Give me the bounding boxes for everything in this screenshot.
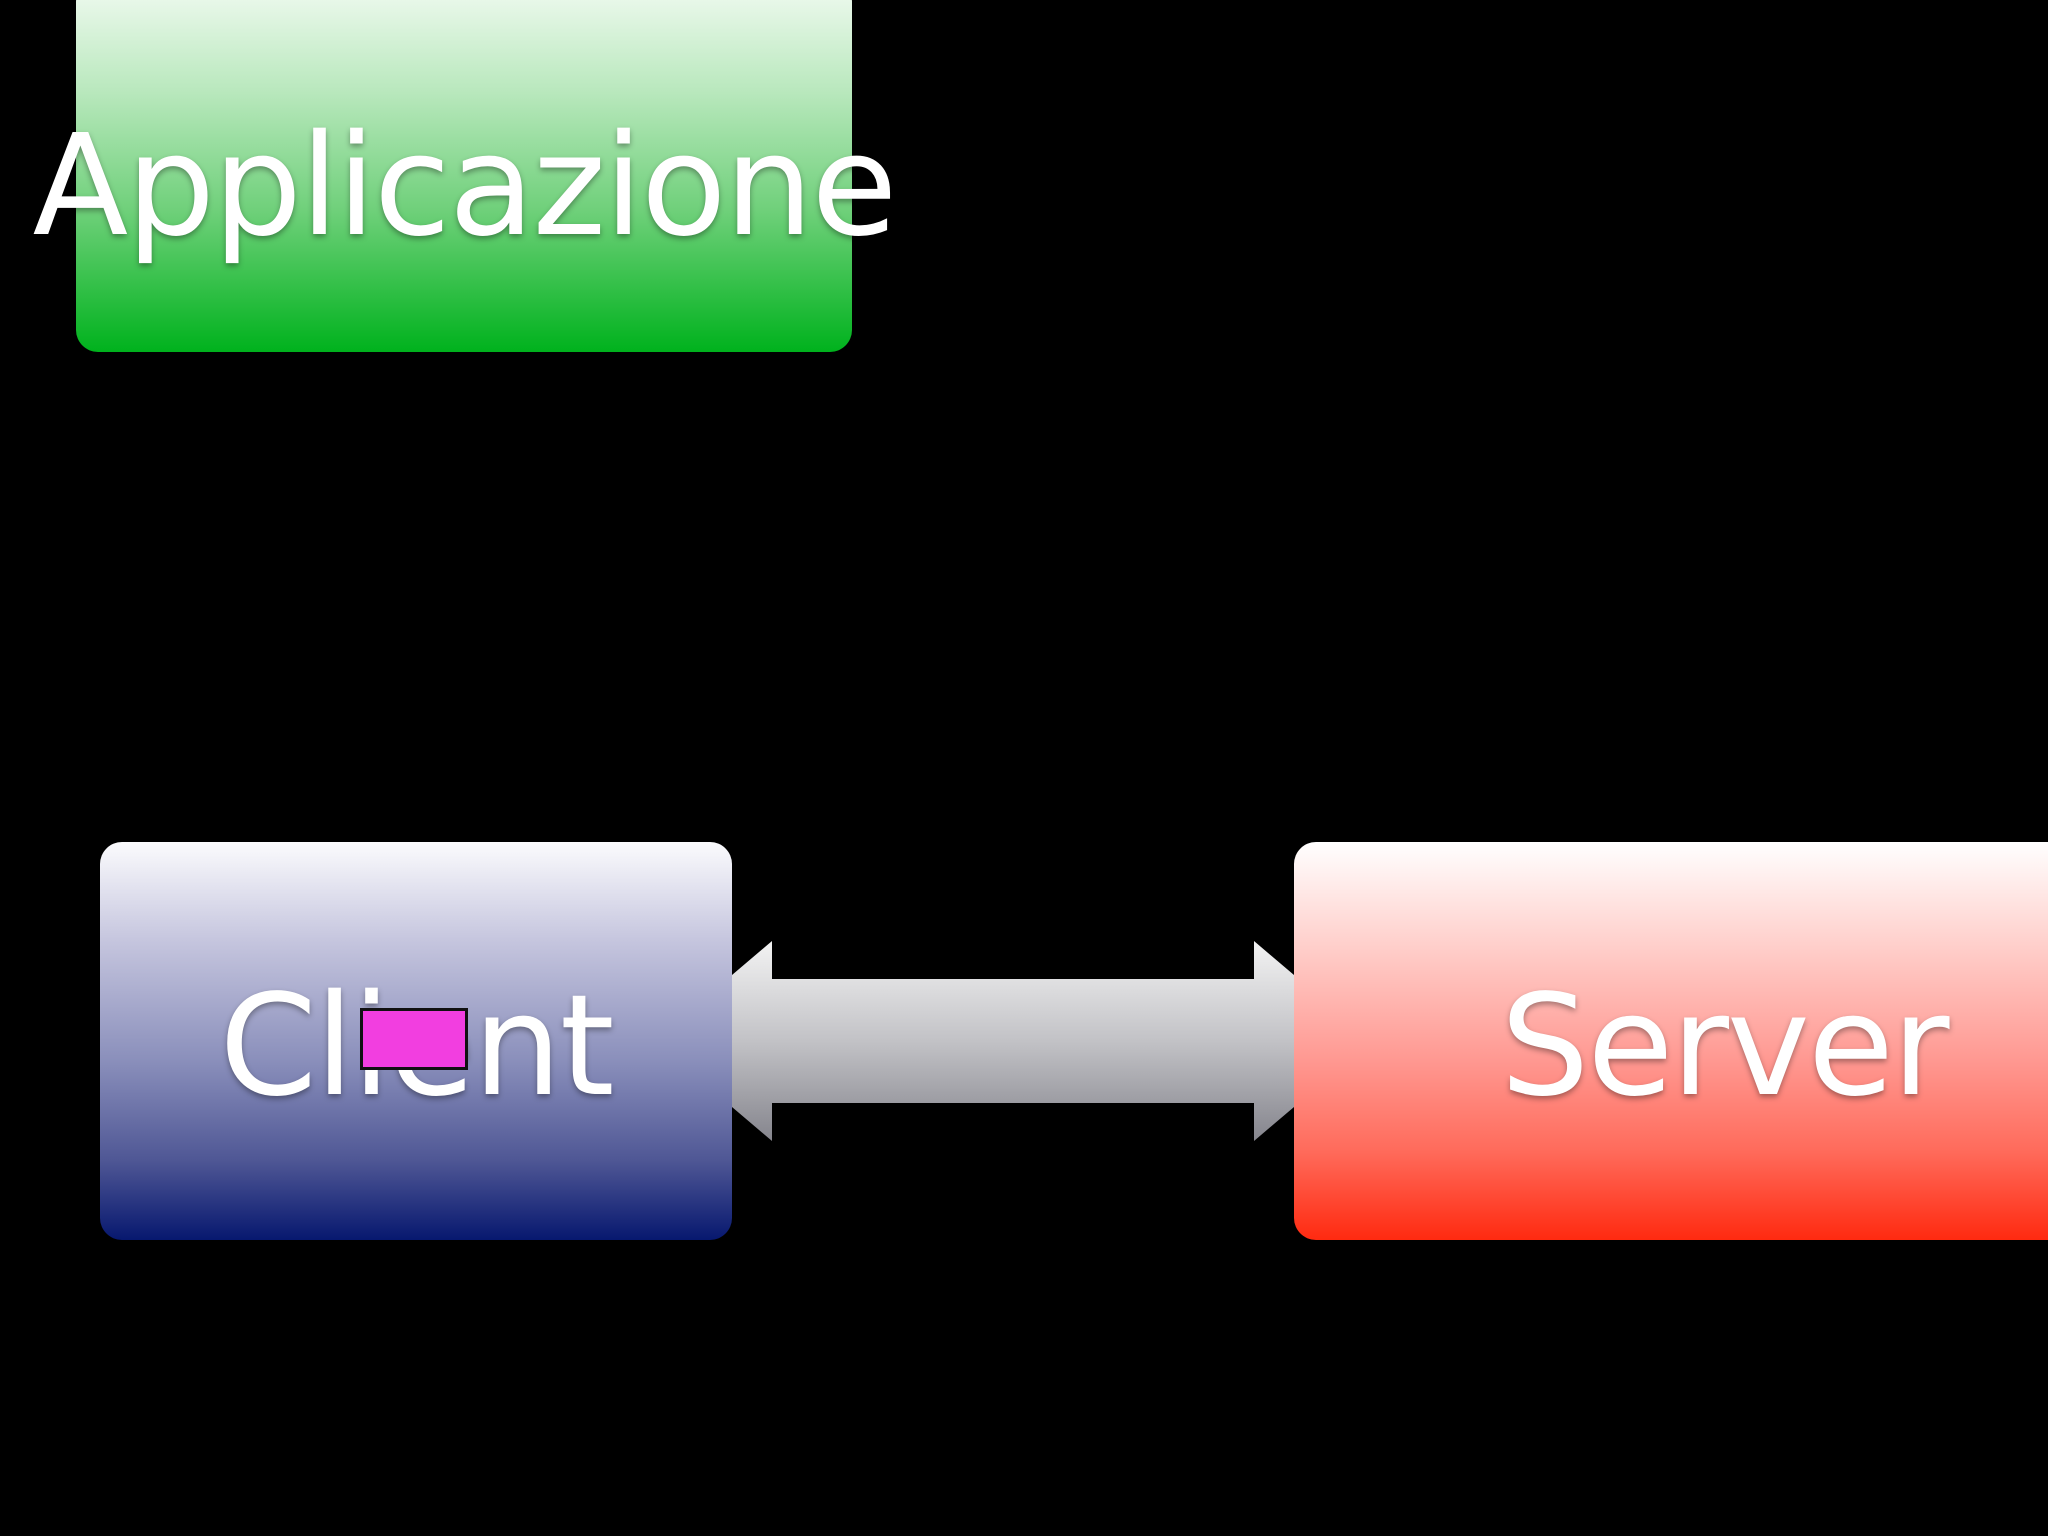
application-label: Applicazione xyxy=(32,104,898,268)
client-server-double-arrow xyxy=(732,941,1294,1141)
application-node: Applicazione xyxy=(33,0,897,352)
server-node: Server xyxy=(1294,842,2048,1240)
server-label: Server xyxy=(1500,964,1949,1128)
highlight-marker xyxy=(360,1008,468,1070)
double-arrow-shape xyxy=(732,941,1294,1141)
